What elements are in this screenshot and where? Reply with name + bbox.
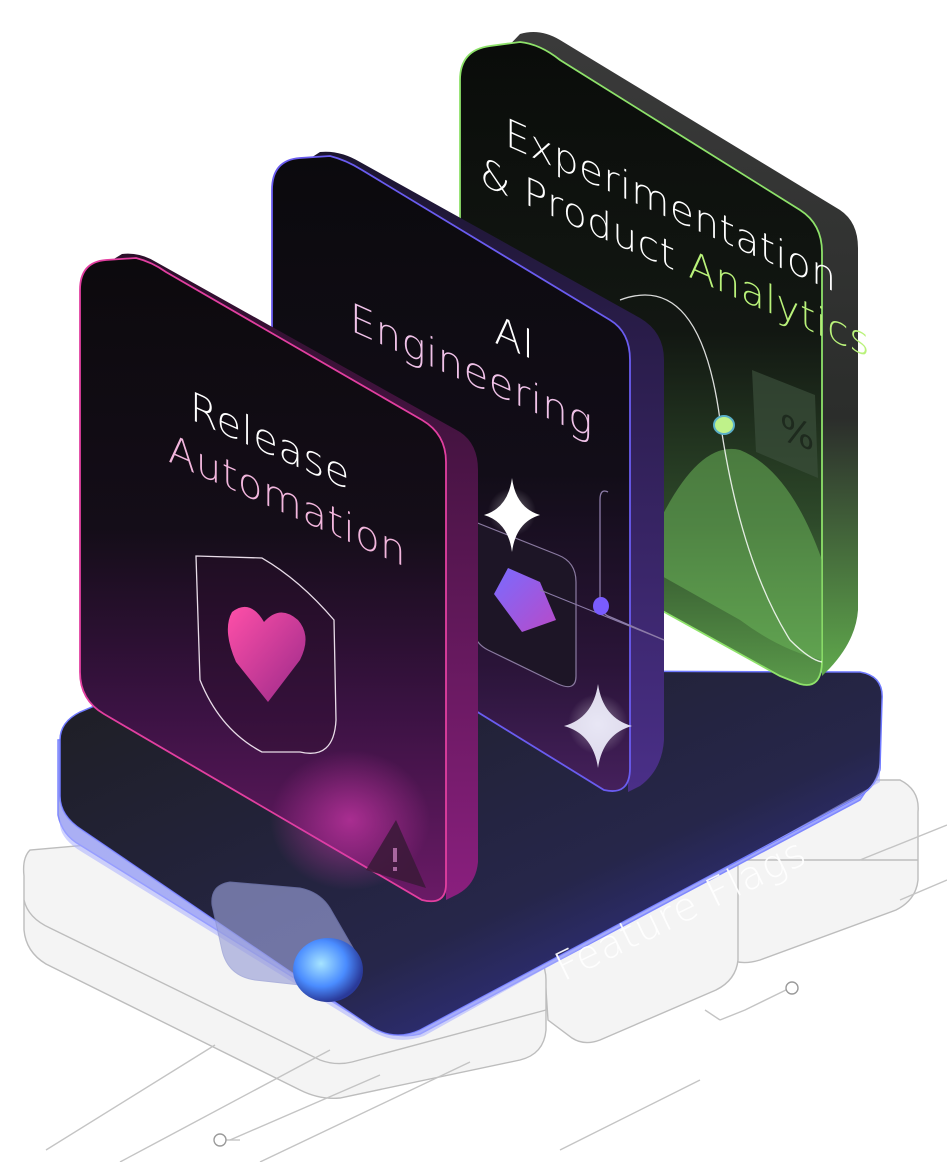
curve-marker — [713, 415, 735, 435]
heart-icon — [227, 606, 306, 702]
card-release — [79, 253, 478, 903]
diamond-icon — [494, 568, 556, 632]
sparkle-icon-2 — [564, 684, 632, 768]
distribution-curve — [619, 294, 823, 663]
orb-icon — [293, 938, 363, 1002]
circuit-nodes — [213, 981, 799, 1147]
sparkle-icon — [484, 478, 540, 552]
circuit-lines — [45, 824, 947, 1162]
